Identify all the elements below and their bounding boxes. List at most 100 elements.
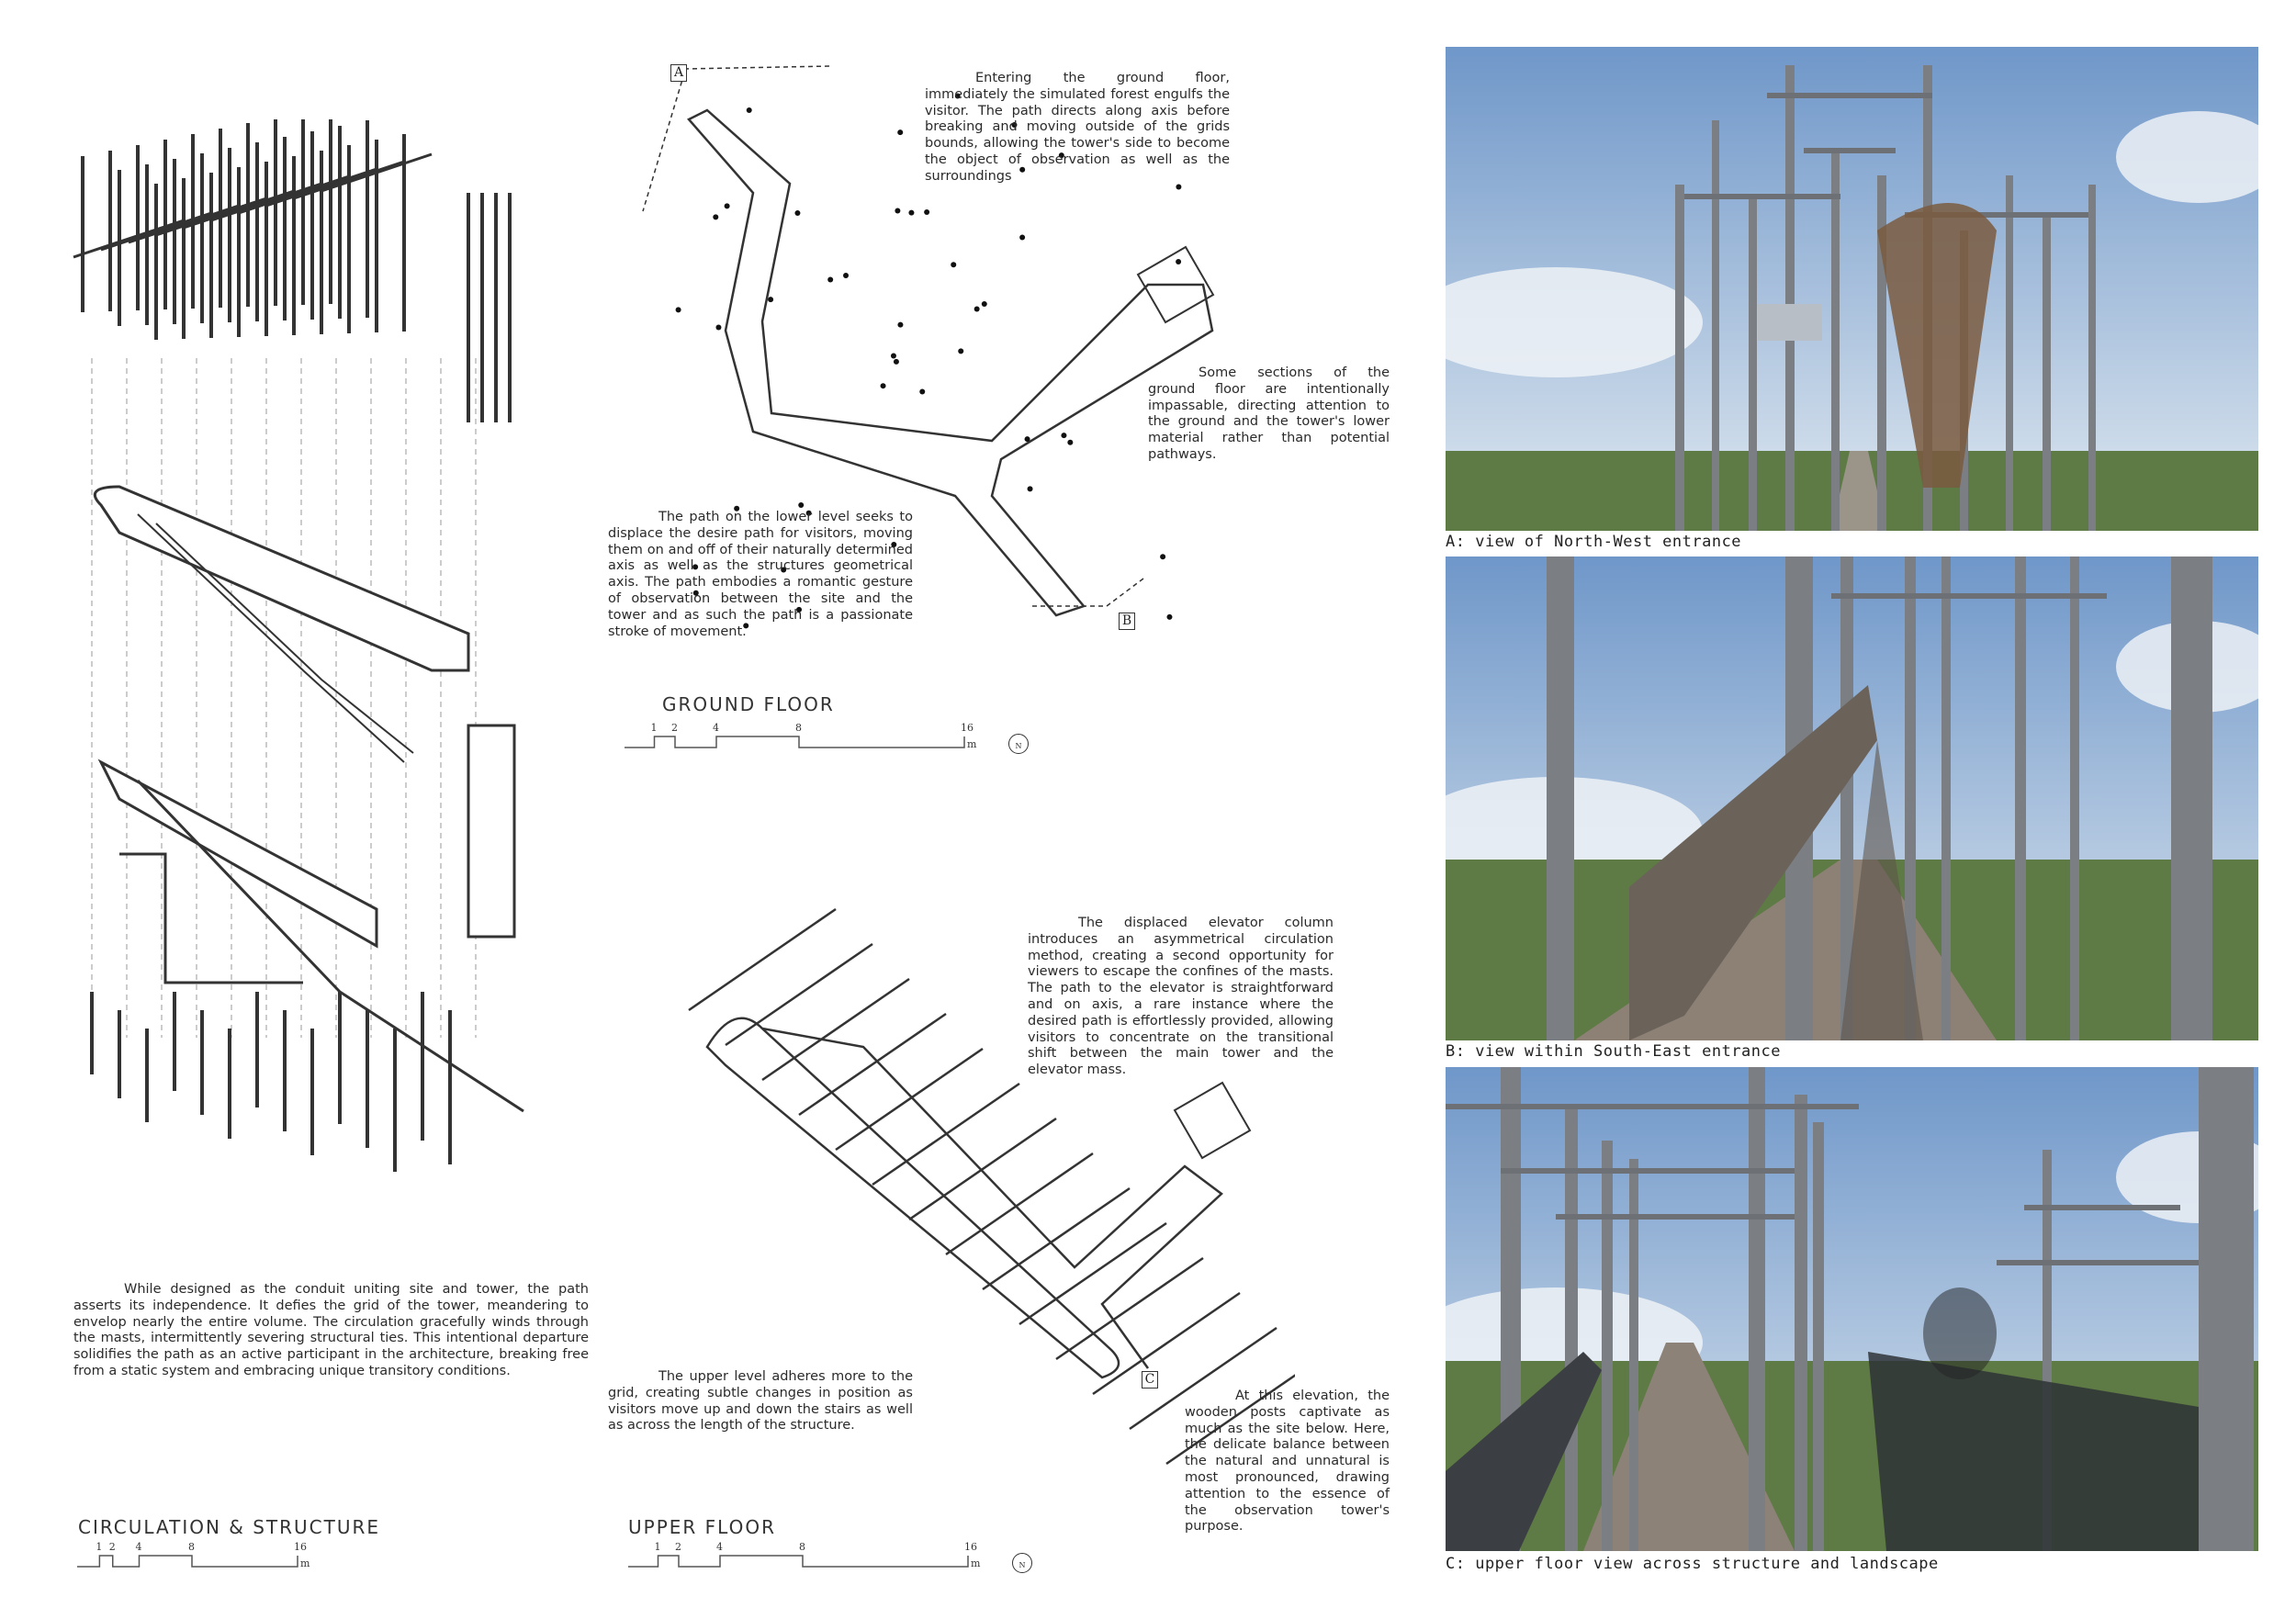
column-dot — [880, 383, 886, 389]
beam-plan — [835, 1047, 984, 1152]
ground-path-plan — [686, 108, 1214, 617]
scale-tick-label: 1 — [654, 1541, 661, 1553]
elevator-plan — [1136, 245, 1215, 324]
north-arrow-icon: N — [1012, 1553, 1032, 1573]
post — [1813, 1122, 1824, 1551]
walkway — [1831, 451, 1886, 531]
beam-plan — [872, 1082, 1020, 1186]
lower-path — [97, 759, 378, 949]
scale-bar-graphic — [625, 736, 965, 748]
upper-path-branch — [761, 1027, 1223, 1369]
post — [1795, 1095, 1807, 1551]
north-arrow-icon: N — [1008, 734, 1029, 754]
upper-floor-plan-drawing — [688, 907, 1295, 1466]
glass-railing — [1446, 1352, 1602, 1551]
beam-plan — [945, 1152, 1094, 1256]
post — [1840, 557, 1853, 1040]
post — [1712, 120, 1719, 531]
scale-bar-line — [628, 1555, 969, 1568]
post — [1877, 175, 1886, 531]
column-dot — [954, 93, 961, 99]
crossbeam — [1905, 212, 2088, 218]
column-dot — [958, 348, 964, 354]
column-dot — [1176, 258, 1182, 264]
column-dot — [908, 209, 915, 216]
column-dot — [781, 567, 787, 573]
render-north-west-entrance — [1446, 47, 2258, 531]
crossbeam — [1997, 1260, 2199, 1265]
post — [1675, 185, 1684, 531]
column-dot — [1061, 433, 1067, 439]
post — [1629, 1159, 1638, 1551]
render-upper-floor-view — [1446, 1067, 2258, 1551]
post — [1905, 557, 1916, 1040]
column-dot — [1176, 184, 1182, 190]
upper-stair — [137, 513, 414, 763]
column-dot — [805, 510, 812, 516]
text-conduit: While designed as the conduit uniting si… — [73, 1282, 589, 1378]
scale-tick-label: 2 — [671, 722, 678, 734]
column-dot — [1166, 613, 1173, 620]
column-dot — [743, 623, 749, 629]
scale-tick-label: 16 — [294, 1541, 307, 1553]
scale-tick-label: 8 — [799, 1541, 805, 1553]
beam-plan — [982, 1186, 1131, 1291]
upper-path — [93, 485, 470, 672]
scale-tick-label: 8 — [188, 1541, 195, 1553]
column-dot — [713, 214, 719, 220]
axonometric-circulation-structure-drawing — [73, 119, 524, 1172]
column-dot — [981, 301, 987, 308]
crossbeam — [1501, 1168, 1795, 1174]
column-dot — [1019, 234, 1026, 241]
person-reflection — [1923, 1287, 1997, 1379]
column-dot — [734, 505, 740, 512]
cloud — [2116, 111, 2258, 203]
column-dot — [796, 606, 803, 613]
cloud — [1446, 267, 1703, 377]
column-dot — [798, 501, 805, 508]
caption-c: C: upper floor view across structure and… — [1446, 1555, 1939, 1573]
column-dot — [924, 209, 930, 216]
post — [2199, 1067, 2254, 1551]
scale-tick-label: 1 — [650, 722, 658, 734]
caption-a: A: view of North-West entrance — [1446, 533, 1742, 551]
column-dot — [692, 590, 699, 596]
heading-circulation-structure: CIRCULATION & STRUCTURE — [78, 1516, 381, 1538]
post — [1602, 1141, 1613, 1551]
column-dot — [974, 306, 980, 312]
column-dot — [827, 276, 834, 283]
post — [1941, 557, 1951, 1040]
post — [2043, 212, 2051, 531]
post — [1831, 148, 1840, 531]
beam-plan — [1019, 1221, 1167, 1326]
column-dot — [891, 542, 897, 548]
scale-tick-label: 2 — [675, 1541, 681, 1553]
section-line — [642, 65, 1144, 607]
scale-tick-label: 16 — [964, 1541, 977, 1553]
column-dot — [919, 388, 926, 395]
beam — [265, 167, 377, 208]
text-ground-impassable: Some sections of the ground floor are in… — [1148, 365, 1390, 462]
plan-label-c: C — [1142, 1371, 1158, 1389]
column-dot — [1027, 486, 1033, 492]
column-dot — [893, 358, 899, 365]
column-dot — [897, 129, 904, 136]
column-dot — [1011, 121, 1018, 128]
post — [2006, 175, 2013, 531]
column-dot — [897, 321, 904, 328]
column-dot — [890, 353, 896, 359]
plan-label-a: A — [670, 64, 687, 82]
elevator-column — [467, 724, 516, 939]
post — [2043, 1150, 2052, 1551]
scale-bar-graphic — [77, 1555, 298, 1568]
column-dot — [794, 210, 801, 217]
column-dot — [675, 307, 681, 313]
post — [2015, 557, 2026, 1040]
crossbeam — [2024, 1205, 2180, 1210]
beam-plan — [1129, 1326, 1277, 1431]
post — [1749, 1067, 1765, 1551]
scale-tick-label: 16 — [961, 722, 974, 734]
